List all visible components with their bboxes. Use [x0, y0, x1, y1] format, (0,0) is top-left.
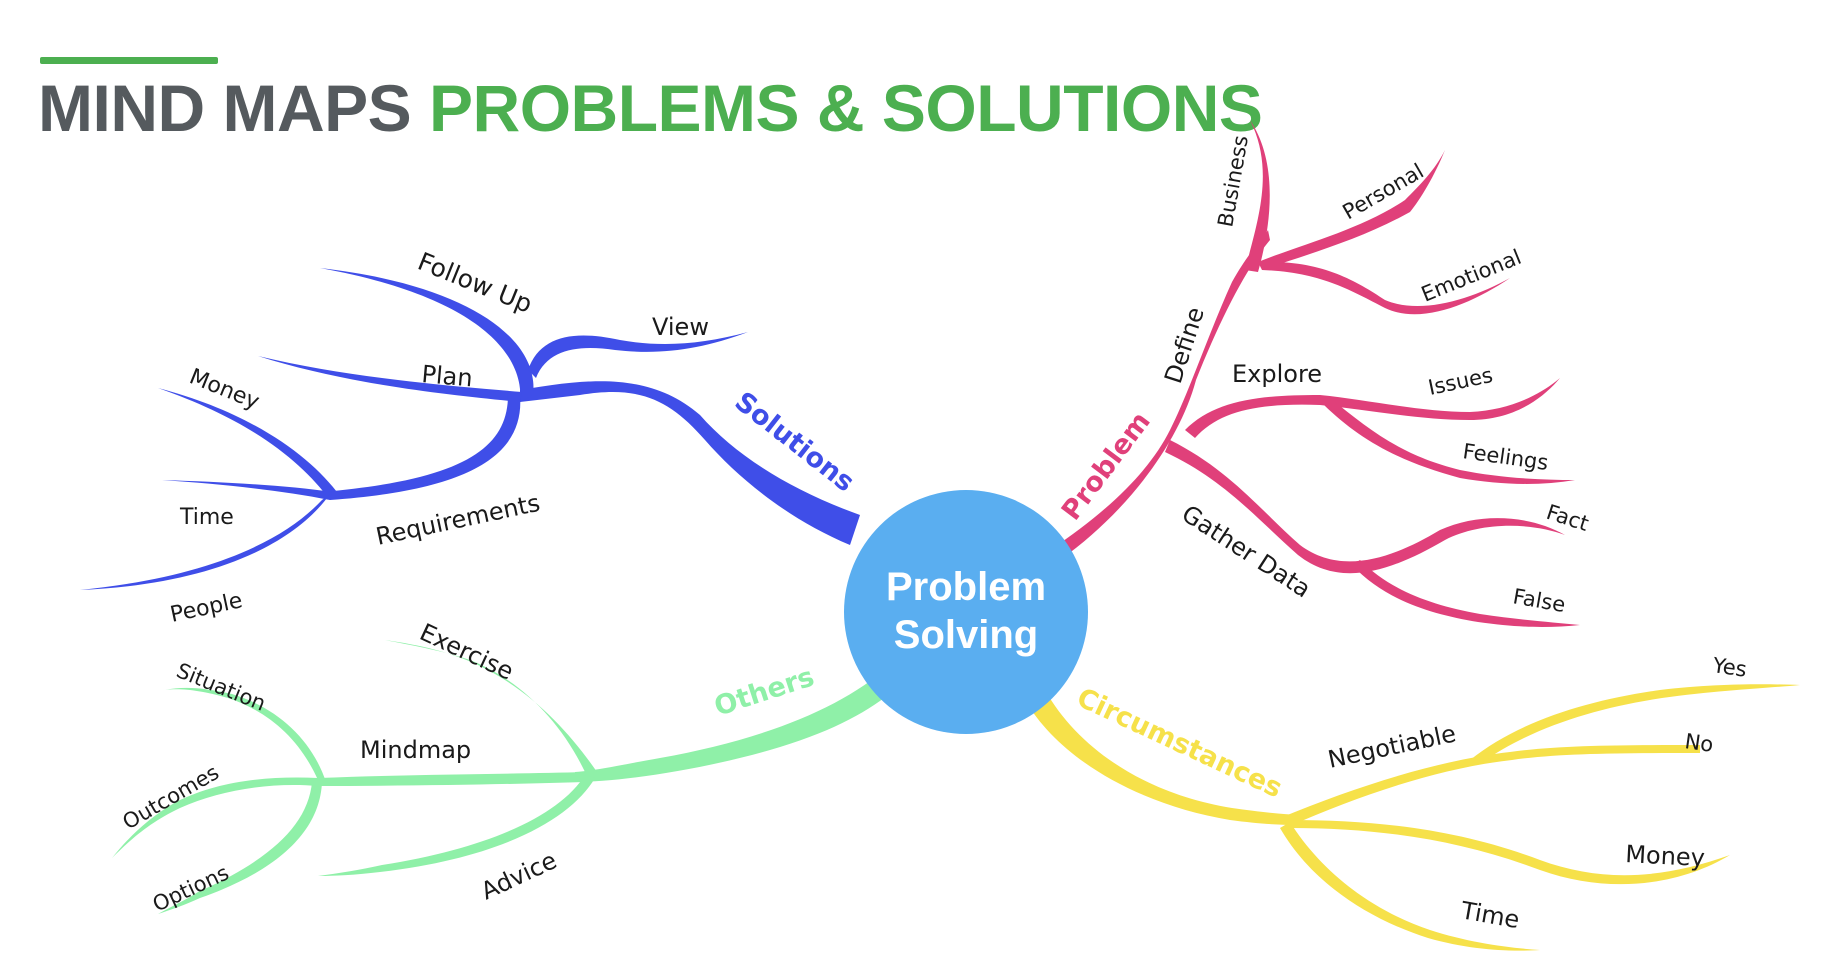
branch-solutions: [80, 268, 860, 590]
label-yes: Yes: [1710, 653, 1748, 682]
branch-circumstances-money: [1290, 820, 1730, 885]
branch-problem-personal: [1258, 150, 1445, 270]
branch-circumstances-time: [1280, 822, 1540, 951]
label-no: No: [1683, 729, 1715, 757]
branch-others: [112, 640, 905, 914]
label-plan: Plan: [420, 360, 473, 392]
branch-solutions-plan: [258, 356, 522, 402]
label-explore: Explore: [1232, 360, 1322, 388]
branch-solutions-people: [80, 494, 330, 590]
label-business: Business: [1213, 133, 1253, 228]
branch-others-mindmap: [314, 772, 585, 786]
label-circumstances: Circumstances: [1072, 682, 1287, 804]
title-accent-bar: [40, 57, 218, 64]
label-exercise: Exercise: [415, 618, 517, 686]
center-label-line1: Problem: [886, 565, 1046, 609]
label-mindmap: Mindmap: [360, 736, 471, 764]
label-issues: Issues: [1426, 363, 1495, 400]
branch-solutions-view: [528, 332, 748, 378]
branch-problem-explore: [1185, 378, 1560, 438]
branch-others-trunk: [575, 665, 905, 782]
label-false: False: [1511, 584, 1567, 617]
branch-problem: [1050, 120, 1580, 627]
branch-others-options: [158, 782, 322, 914]
branch-circumstances-trunk: [1025, 690, 1300, 825]
branch-solutions-time: [162, 480, 332, 500]
label-view: View: [652, 313, 709, 341]
label-advice: Advice: [477, 846, 561, 905]
branch-solutions-requirements: [322, 395, 521, 500]
title-part-1: MIND MAPS: [38, 71, 412, 145]
label-requirements: Requirements: [373, 489, 542, 551]
label-feelings: Feelings: [1461, 439, 1550, 475]
branch-problem-feelings: [1324, 398, 1575, 484]
label-others: Others: [711, 661, 818, 722]
branch-circumstances-yes: [1470, 684, 1800, 764]
branch-problem-emotional: [1262, 261, 1510, 315]
page-title: MIND MAPS PROBLEMS & SOLUTIONS: [38, 71, 1263, 145]
label-solutions-time: Time: [179, 505, 234, 530]
title-part-2: PROBLEMS & SOLUTIONS: [429, 71, 1263, 145]
label-solutions-money: Money: [186, 364, 263, 415]
center-circle: [844, 490, 1088, 734]
branch-solutions-money: [158, 388, 340, 500]
branch-others-outcomes: [112, 777, 318, 858]
branch-problem-false: [1352, 560, 1580, 627]
label-solutions-people: People: [168, 588, 245, 628]
branch-circumstances-negotiable: [1280, 745, 1700, 826]
center-label-line2: Solving: [894, 613, 1038, 657]
branch-others-situation: [165, 687, 326, 782]
label-circumstances-money: Money: [1625, 840, 1706, 872]
label-follow-up: Follow Up: [414, 247, 537, 319]
branch-solutions-trunk: [520, 381, 860, 545]
label-situation: Situation: [173, 658, 269, 715]
branch-problem-business: [1245, 120, 1270, 272]
branch-circumstances: [1025, 684, 1800, 951]
label-define: Define: [1159, 304, 1210, 387]
branch-others-advice: [318, 775, 595, 876]
label-circumstances-time: Time: [1458, 896, 1522, 934]
center-node: Problem Solving: [844, 490, 1088, 734]
branch-solutions-followup: [320, 268, 534, 402]
